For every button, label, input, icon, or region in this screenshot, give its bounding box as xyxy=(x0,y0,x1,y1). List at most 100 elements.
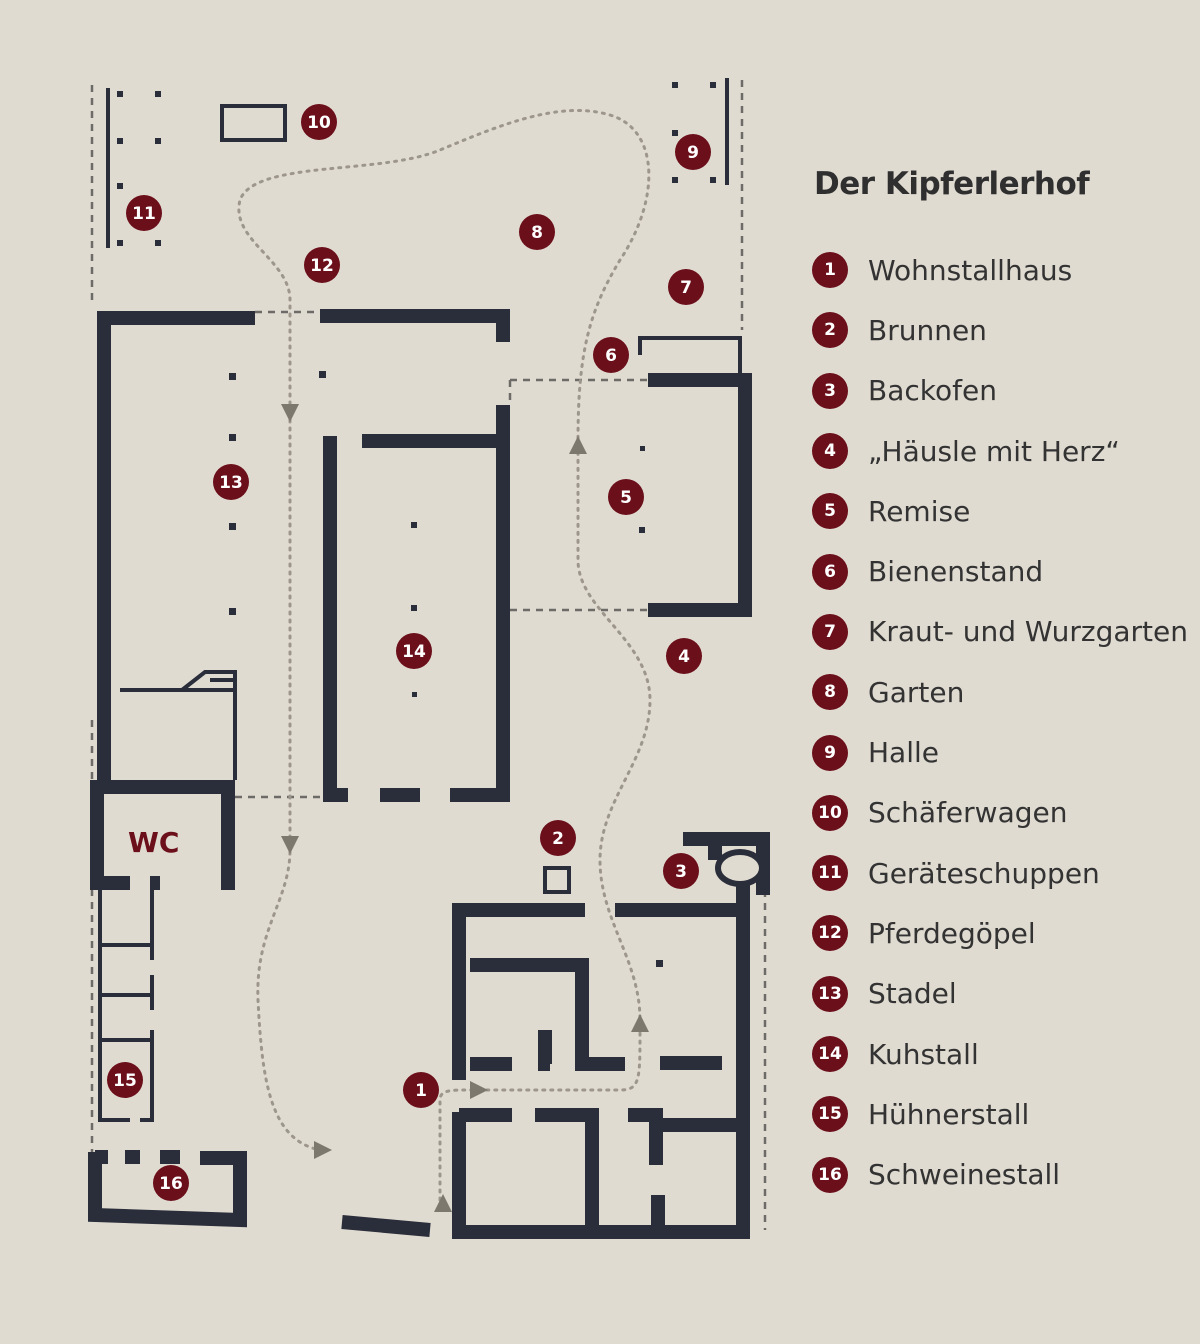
building-schweinestall xyxy=(88,1150,431,1237)
legend-label: Remise xyxy=(868,494,971,528)
marker-circle xyxy=(126,195,162,231)
legend-label: Wohnstallhaus xyxy=(868,253,1073,287)
legend-number: 16 xyxy=(812,1156,848,1193)
arrow-icon xyxy=(569,436,587,454)
location-marker: 6 xyxy=(593,337,629,373)
legend-label: „Häusle mit Herz“ xyxy=(868,434,1120,468)
legend-number: 3 xyxy=(812,372,848,409)
marker-number: 10 xyxy=(307,113,331,133)
legend-item: 15 Hühnerstall xyxy=(812,1084,1188,1144)
location-marker: 2 xyxy=(540,820,576,856)
building-stadel xyxy=(97,309,510,785)
location-marker: 16 xyxy=(153,1165,189,1201)
legend-number: 11 xyxy=(812,855,848,892)
location-marker: 13 xyxy=(213,464,249,500)
legend-item: 12 Pferdegöpel xyxy=(812,903,1188,963)
marker-number: 11 xyxy=(132,204,156,224)
location-marker: 14 xyxy=(396,633,432,669)
well xyxy=(543,866,571,894)
legend-number: 12 xyxy=(812,915,848,952)
location-marker: 15 xyxy=(107,1062,143,1098)
legend-number: 6 xyxy=(812,553,848,590)
legend-item: 2 Brunnen xyxy=(812,300,1188,360)
legend-label: Pferdegöpel xyxy=(868,916,1036,950)
arrow-icon xyxy=(631,1014,649,1032)
building-geraeteschuppen xyxy=(106,88,161,248)
posts xyxy=(229,371,663,967)
arrow-icon xyxy=(434,1194,452,1212)
arrow-icon xyxy=(314,1141,332,1159)
legend-number: 8 xyxy=(812,674,848,711)
legend-item: 9 Halle xyxy=(812,722,1188,782)
marker-number: 5 xyxy=(620,488,632,508)
legend-number: 2 xyxy=(812,312,848,349)
marker-number: 15 xyxy=(113,1071,137,1091)
marker-number: 3 xyxy=(675,862,687,882)
legend-label: Halle xyxy=(868,736,939,770)
marker-circle xyxy=(668,269,704,305)
building-remise xyxy=(638,336,752,617)
legend-item: 8 Garten xyxy=(812,662,1188,722)
marker-circle xyxy=(213,464,249,500)
shepherd-wagon xyxy=(220,104,287,142)
marker-circle xyxy=(666,638,702,674)
legend-list: 1 Wohnstallhaus 2 Brunnen 3 Backofen 4 „Häusle … xyxy=(812,240,1188,1205)
location-marker: 8 xyxy=(519,214,555,250)
arrow-icon xyxy=(281,836,299,854)
legend-item: 16 Schweinestall xyxy=(812,1144,1188,1204)
legend-number: 13 xyxy=(812,975,848,1012)
legend-label: Brunnen xyxy=(868,313,987,347)
marker-number: 1 xyxy=(415,1081,427,1101)
marker-circle xyxy=(403,1072,439,1108)
location-marker: 10 xyxy=(301,104,337,140)
legend-label: Garten xyxy=(868,675,965,709)
marker-number: 9 xyxy=(687,143,699,163)
legend-label: Hühnerstall xyxy=(868,1097,1030,1131)
legend-item: 11 Geräteschuppen xyxy=(812,843,1188,903)
location-marker: 3 xyxy=(663,853,699,889)
legend-label: Schweinestall xyxy=(868,1158,1061,1192)
legend-item: 3 Backofen xyxy=(812,361,1188,421)
location-marker: 4 xyxy=(666,638,702,674)
marker-circle xyxy=(301,104,337,140)
marker-number: 12 xyxy=(310,256,334,276)
walking-route xyxy=(237,108,652,1212)
location-marker: 9 xyxy=(675,134,711,170)
marker-number: 6 xyxy=(605,346,617,366)
legend-number: 10 xyxy=(812,794,848,831)
legend-number: 15 xyxy=(812,1096,848,1133)
legend-number: 4 xyxy=(812,433,848,470)
legend-number: 1 xyxy=(812,252,848,289)
marker-circle xyxy=(608,479,644,515)
arrow-icon xyxy=(281,404,299,422)
marker-number: 13 xyxy=(219,473,243,493)
legend-label: Kraut- und Wurzgarten xyxy=(868,615,1188,649)
legend-label: Kuhstall xyxy=(868,1037,979,1071)
building-wohnstallhaus xyxy=(452,885,750,1239)
building-wc: WC xyxy=(90,780,235,890)
legend-number: 9 xyxy=(812,734,848,771)
marker-number: 2 xyxy=(552,829,564,849)
legend-label: Backofen xyxy=(868,374,997,408)
legend-number: 5 xyxy=(812,493,848,530)
marker-circle xyxy=(519,214,555,250)
legend-item: 4 „Häusle mit Herz“ xyxy=(812,421,1188,481)
location-marker: 5 xyxy=(608,479,644,515)
arrow-icon xyxy=(470,1081,488,1099)
marker-number: 14 xyxy=(402,642,426,662)
legend-number: 14 xyxy=(812,1036,848,1072)
marker-number: 4 xyxy=(678,647,690,667)
location-marker: 1 xyxy=(403,1072,439,1108)
legend-label: Geräteschuppen xyxy=(868,856,1100,890)
location-marker: 11 xyxy=(126,195,162,231)
building-backofen xyxy=(683,832,770,895)
building-huehnerstall xyxy=(98,890,154,1122)
marker-circle xyxy=(593,337,629,373)
legend-item: 1 Wohnstallhaus xyxy=(812,240,1188,300)
marker-circle xyxy=(675,134,711,170)
